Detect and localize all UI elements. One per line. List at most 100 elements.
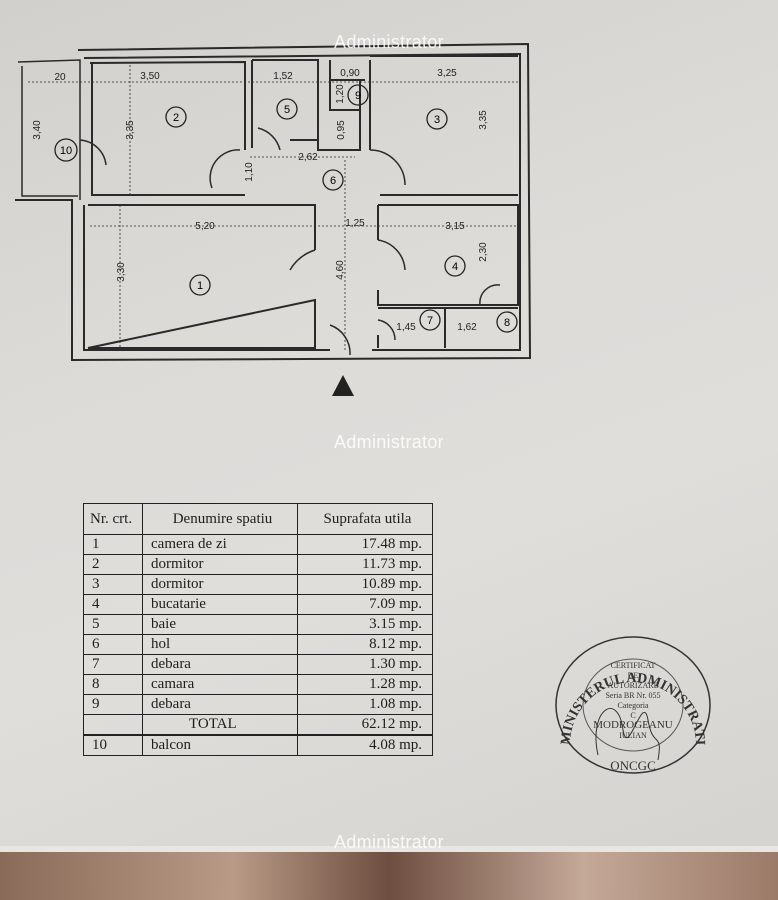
svg-text:5: 5 — [284, 104, 290, 116]
room-label-4: 4 — [444, 255, 466, 277]
cell-nr: 8 — [83, 674, 143, 695]
room-label-7: 7 — [419, 309, 441, 331]
cell-area: 62.12 mp. — [297, 714, 433, 736]
table-row: 5 baie 3.15 mp. — [83, 614, 433, 635]
dimension-label: 1,62 — [457, 322, 477, 333]
room-label-9: 9 — [347, 84, 369, 106]
cell-nr: 2 — [83, 554, 143, 575]
cell-area: 3.15 mp. — [297, 614, 433, 635]
dimension-label: 3,50 — [140, 71, 160, 82]
table-row: TOTAL 62.12 mp. — [83, 714, 433, 736]
dimension-label: 3,30 — [116, 262, 127, 282]
watermark: Administrator — [334, 832, 444, 852]
dimension-label: 1,45 — [396, 322, 416, 333]
paper-edge — [0, 846, 778, 856]
cell-area: 7.09 mp. — [297, 594, 433, 615]
cell-name: debara — [142, 654, 298, 675]
header-name: Denumire spatiu — [142, 503, 298, 535]
background-carpet — [0, 852, 778, 900]
room-label-3: 3 — [426, 108, 448, 130]
dimension-label: 5,20 — [195, 221, 215, 232]
header-area: Suprafata utila — [297, 503, 433, 535]
table-row: 8 camara 1.28 mp. — [83, 674, 433, 695]
cell-nr: 3 — [83, 574, 143, 595]
svg-text:3: 3 — [434, 114, 440, 126]
cell-area: 1.30 mp. — [297, 654, 433, 675]
cell-area: 11.73 mp. — [297, 554, 433, 575]
svg-text:AUTORIZARE: AUTORIZARE — [608, 681, 659, 690]
cell-area: 17.48 mp. — [297, 534, 433, 555]
cell-nr: 1 — [83, 534, 143, 555]
table-row: 10 balcon 4.08 mp. — [83, 734, 433, 756]
cell-name: hol — [142, 634, 298, 655]
cell-area: 10.89 mp. — [297, 574, 433, 595]
room-label-2: 2 — [165, 106, 187, 128]
dimension-label: 1,52 — [273, 71, 293, 82]
svg-text:6: 6 — [330, 175, 336, 187]
dimension-label: 1,20 — [335, 84, 346, 104]
svg-text:CERTIFICAT: CERTIFICAT — [611, 661, 656, 670]
dimension-label: 3,25 — [437, 68, 457, 79]
dimension-label: 2,62 — [298, 152, 318, 163]
areas-table: Nr. crt. Denumire spatiu Suprafata utila… — [83, 503, 433, 756]
cell-name: balcon — [142, 734, 298, 756]
svg-text:Categoria: Categoria — [617, 701, 649, 710]
table-row: 1 camera de zi 17.48 mp. — [83, 534, 433, 555]
header-nr: Nr. crt. — [83, 503, 143, 535]
svg-text:8: 8 — [504, 317, 510, 329]
cell-nr: 7 — [83, 654, 143, 675]
cell-area: 1.28 mp. — [297, 674, 433, 695]
svg-text:9: 9 — [355, 90, 361, 102]
svg-text:4: 4 — [452, 261, 458, 273]
svg-text:2: 2 — [173, 112, 179, 124]
room-label-6: 6 — [322, 169, 344, 191]
dimension-label: 20 — [54, 72, 66, 83]
cell-area: 8.12 mp. — [297, 634, 433, 655]
table-row: 4 bucatarie 7.09 mp. — [83, 594, 433, 615]
table-row: 2 dormitor 11.73 mp. — [83, 554, 433, 575]
dimension-label: 1,10 — [244, 162, 255, 182]
cell-nr: 6 — [83, 634, 143, 655]
room-label-5: 5 — [276, 98, 298, 120]
dimension-label: 1,25 — [345, 218, 365, 229]
svg-text:IULIAN: IULIAN — [619, 731, 647, 740]
dimension-label: 3,35 — [478, 110, 489, 130]
svg-text:1: 1 — [197, 280, 203, 292]
svg-text:7: 7 — [427, 315, 433, 327]
cell-area: 4.08 mp. — [297, 734, 433, 756]
dimension-label: 3,40 — [32, 120, 43, 140]
cell-nr: 5 — [83, 614, 143, 635]
dimension-label: 2,30 — [478, 242, 489, 262]
cell-name: TOTAL — [142, 714, 298, 736]
cell-name: baie — [142, 614, 298, 635]
cell-name: bucatarie — [142, 594, 298, 615]
table-row: 3 dormitor 10.89 mp. — [83, 574, 433, 595]
cell-name: camera de zi — [142, 534, 298, 555]
cell-area: 1.08 mp. — [297, 694, 433, 715]
cell-nr: 10 — [83, 734, 143, 756]
svg-text:10: 10 — [60, 145, 72, 157]
room-label-1: 1 — [189, 274, 211, 296]
svg-text:Seria BR Nr. 055: Seria BR Nr. 055 — [605, 691, 660, 700]
cell-nr: 9 — [83, 694, 143, 715]
dimension-label: 3,15 — [445, 221, 465, 232]
cell-name: dormitor — [142, 574, 298, 595]
cell-name: camara — [142, 674, 298, 695]
cell-nr — [83, 714, 143, 736]
authorization-stamp: MINISTERUL ADMINISTRATIEI PUBLICE CERTIF… — [548, 630, 711, 774]
watermark: Administrator — [334, 432, 444, 452]
svg-text:C: C — [630, 711, 635, 720]
cell-nr: 4 — [83, 594, 143, 615]
cell-name: dormitor — [142, 554, 298, 575]
svg-text:MODROGEANU: MODROGEANU — [593, 719, 673, 731]
svg-text:DE: DE — [628, 671, 639, 680]
north-arrow-icon — [332, 375, 354, 396]
table-row: 6 hol 8.12 mp. — [83, 634, 433, 655]
cell-name: debara — [142, 694, 298, 715]
dimension-label: 4,60 — [335, 260, 346, 280]
table-row: 9 debara 1.08 mp. — [83, 694, 433, 715]
dimension-label: 3,35 — [125, 120, 136, 140]
table-row: 7 debara 1.30 mp. — [83, 654, 433, 675]
dimension-label: 0,95 — [336, 120, 347, 140]
